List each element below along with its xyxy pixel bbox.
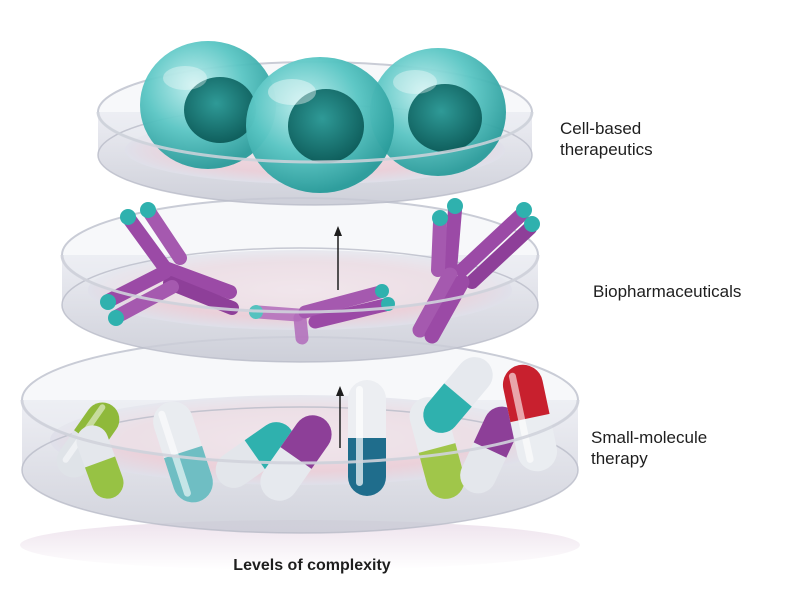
antibody-icon [412, 198, 540, 344]
capsule-icon [423, 357, 493, 433]
cells [140, 41, 506, 193]
cell-icon [246, 57, 394, 193]
petri-dish-cell-front-rim [96, 111, 534, 164]
tier-label-cell-based: Cell-based therapeutics [560, 118, 653, 160]
arrow-up-icon [334, 226, 342, 290]
capsule-icon [260, 415, 332, 501]
antibody-icon [100, 202, 239, 326]
tier-label-small-molecule: Small-molecule therapy [591, 427, 707, 469]
footer-caption: Levels of complexity [233, 557, 391, 574]
tier-label-line: Cell-based [560, 119, 642, 138]
capsule-icon [76, 425, 124, 499]
tier-label-line: therapy [591, 449, 648, 468]
capsule-icon [348, 380, 386, 496]
capsule-icon [502, 364, 558, 472]
antibodies [100, 198, 540, 345]
antibody-icon [249, 284, 395, 345]
arrow-up-icon [336, 386, 344, 448]
tier-label-line: Small-molecule [591, 428, 708, 447]
petri-dish-small-front-rim [20, 399, 580, 465]
petri-dish-biopharma-front-rim [60, 254, 540, 314]
tier-label-biopharmaceuticals: Biopharmaceuticals [593, 281, 741, 302]
tier-label-line: therapeutics [560, 140, 653, 159]
tier-label-line: Biopharmaceuticals [593, 282, 742, 301]
base-shadow [20, 520, 580, 570]
capsules [56, 357, 558, 503]
cell-icon [140, 41, 276, 169]
capsule-icon [460, 406, 520, 494]
cell-icon [370, 48, 506, 176]
